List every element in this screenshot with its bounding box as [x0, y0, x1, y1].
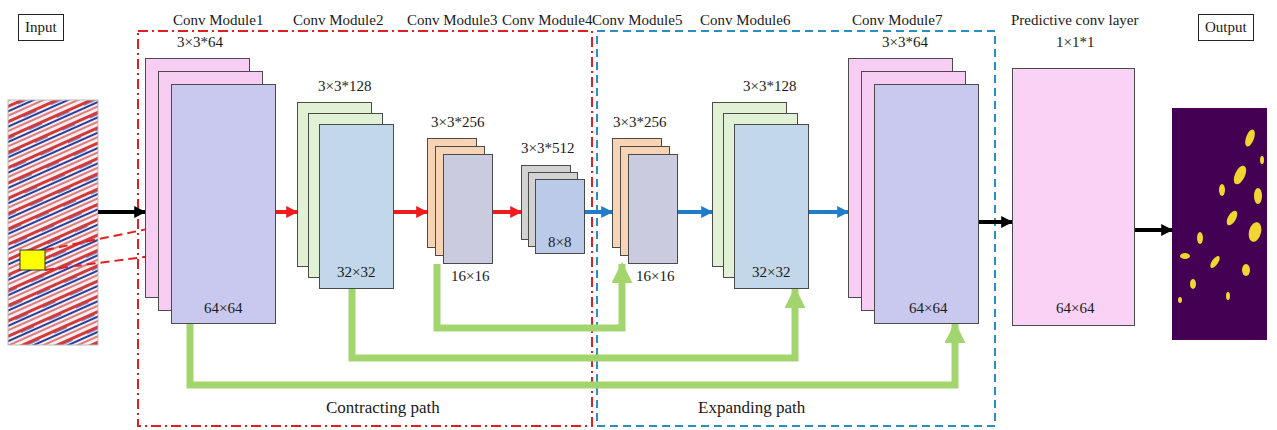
conv-module: Conv Module23×3*12832×32	[297, 102, 394, 289]
flow-arrow	[276, 210, 297, 214]
output-image	[1172, 108, 1267, 340]
kernel-label: 3×3*64	[882, 34, 928, 51]
module-title: Predictive conv layer	[1011, 12, 1138, 29]
kernel-label: 3×3*256	[613, 114, 666, 131]
conv-module: Conv Module63×3*12832×32	[712, 102, 809, 289]
size-label: 32×32	[337, 264, 375, 281]
skip-connection	[352, 289, 795, 358]
predictive-layer: Predictive conv layer1×1*164×64	[1012, 68, 1135, 326]
module-title: Conv Module6	[700, 12, 790, 29]
flow-arrow	[394, 210, 427, 214]
output-image: Output	[1172, 108, 1267, 340]
module-title: Conv Module1	[173, 12, 263, 29]
conv-module: Conv Module53×3*25616×16	[612, 138, 678, 264]
size-label: 8×8	[548, 234, 571, 251]
flow-arrow	[585, 210, 612, 214]
io-label: Output	[1198, 14, 1254, 41]
skip-connection	[437, 264, 622, 328]
size-label: 16×16	[451, 268, 489, 285]
feature-map-sheet	[628, 154, 678, 264]
module-title: Conv Module4	[502, 12, 592, 29]
io-label: Input	[18, 14, 64, 41]
flow-arrow	[98, 210, 145, 214]
feature-map-sheet	[171, 84, 276, 324]
module-title: Conv Module2	[293, 12, 383, 29]
conv-module: Conv Module43×3*5128×8	[521, 165, 585, 254]
flow-arrow	[809, 210, 848, 214]
module-title: Conv Module3	[407, 12, 497, 29]
feature-map-sheet	[443, 154, 493, 264]
size-label: 16×16	[636, 268, 674, 285]
path-label: Expanding path	[698, 398, 805, 418]
expanding-region	[597, 31, 995, 426]
flow-arrow	[1135, 228, 1172, 232]
kernel-label: 1×1*1	[1056, 34, 1094, 51]
flow-arrow	[493, 210, 521, 214]
flow-arrow	[979, 220, 1012, 224]
seismic-image	[8, 100, 98, 345]
conv-module: Conv Module33×3*25616×16	[427, 138, 493, 264]
kernel-label: 3×3*512	[521, 140, 574, 157]
conv-module: Conv Module13×3*6464×64	[145, 58, 276, 324]
module-title: Conv Module7	[852, 12, 942, 29]
conv-module: Conv Module73×3*6464×64	[848, 58, 979, 324]
input-image: Input	[8, 100, 98, 345]
skip-connection	[190, 324, 955, 385]
kernel-label: 3×3*128	[318, 78, 371, 95]
feature-map-sheet	[874, 84, 979, 324]
flow-arrow	[678, 210, 712, 214]
size-label: 64×64	[909, 300, 947, 317]
size-label: 64×64	[204, 300, 242, 317]
module-title: Conv Module5	[592, 12, 682, 29]
kernel-label: 3×3*64	[177, 34, 223, 51]
feature-map-sheet	[1012, 68, 1135, 326]
patch-marker	[20, 250, 45, 270]
contracting-region	[138, 31, 592, 426]
size-label: 32×32	[752, 264, 790, 281]
size-label: 64×64	[1056, 300, 1094, 317]
kernel-label: 3×3*256	[431, 114, 484, 131]
path-label: Contracting path	[326, 398, 440, 418]
kernel-label: 3×3*128	[743, 78, 796, 95]
